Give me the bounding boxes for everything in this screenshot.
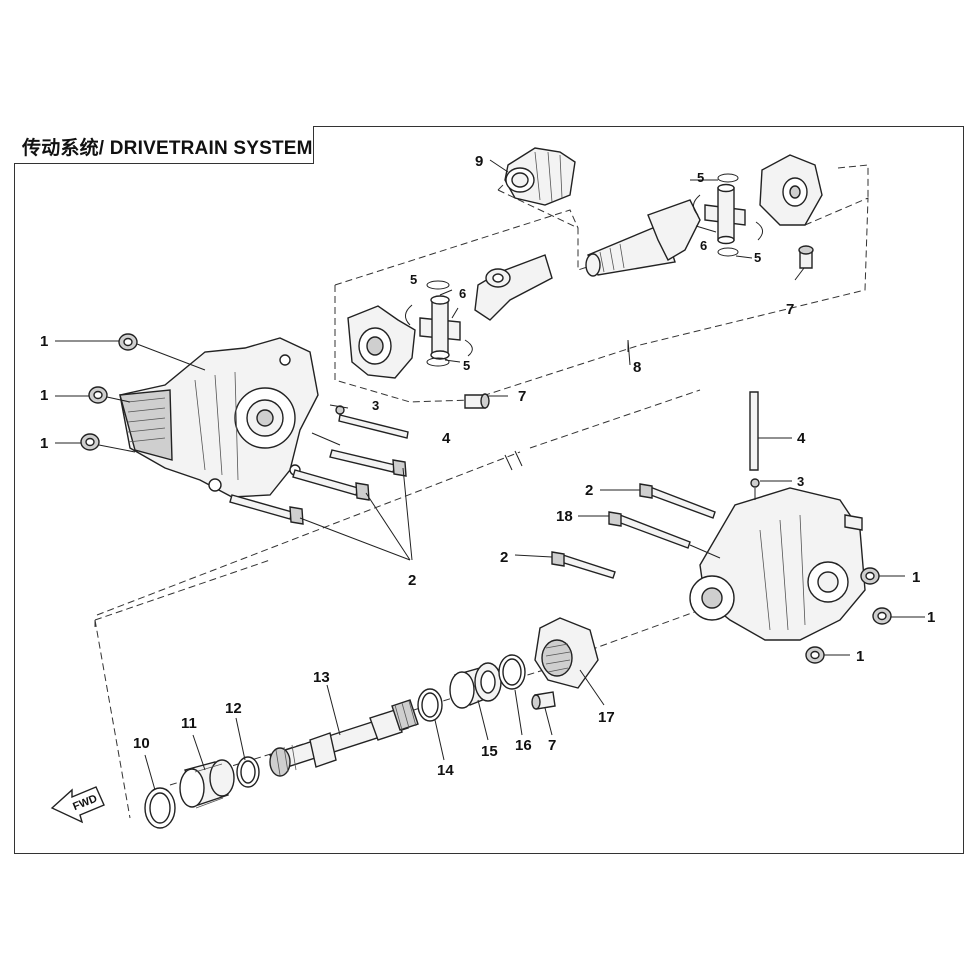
callout-17: 17: [598, 709, 615, 726]
bolt-7-b: [798, 245, 814, 269]
callout-4-front: 4: [442, 430, 451, 447]
clip-6-front-b: [464, 339, 473, 357]
callout-1-d: 1: [912, 569, 920, 586]
callout-13: 13: [313, 669, 330, 686]
pin-4-front: [338, 414, 409, 439]
bearing-sleeve-11: [179, 759, 235, 809]
callout-5-d: 5: [754, 250, 761, 265]
screw-3-front: [335, 405, 345, 415]
shaft-break-mark: [504, 450, 523, 471]
callout-11: 11: [181, 715, 197, 732]
ring-5-rear-a: [717, 173, 739, 183]
callout-7-c: 7: [548, 737, 556, 754]
output-shaft-13: [268, 699, 419, 777]
callout-6-a: 6: [459, 286, 466, 301]
callout-8: 8: [633, 359, 641, 376]
bolt-7-a: [464, 393, 490, 409]
rear-gearbox: [689, 487, 866, 641]
bolt-2-rear-b: [551, 551, 616, 579]
bolt-2-front-a: [329, 449, 407, 477]
callout-1-a: 1: [40, 333, 48, 350]
screw-3-rear: [750, 478, 760, 488]
flange-17: [534, 617, 599, 689]
pin-4-rear: [749, 391, 759, 471]
nut-1-d: [860, 567, 880, 585]
callout-7-a: 7: [518, 388, 526, 405]
callout-5-a: 5: [410, 272, 417, 287]
callout-14: 14: [437, 762, 454, 779]
boot-9: [504, 147, 576, 206]
clip-6-rear-a: [693, 194, 701, 216]
callout-3-rear: 3: [797, 474, 804, 489]
nut-1-b: [88, 386, 108, 404]
slip-yoke: [474, 254, 553, 321]
callout-9: 9: [475, 153, 483, 170]
front-gearbox: [119, 337, 319, 498]
u-joint-front: [419, 295, 461, 360]
bolt-2-rear-a: [639, 483, 716, 519]
bolt-2-front-b: [292, 469, 370, 501]
callout-10: 10: [133, 735, 150, 752]
centerline-output: [94, 559, 271, 819]
callout-18: 18: [556, 508, 573, 525]
callout-2-rear-a: 2: [585, 482, 593, 499]
driveshaft-assembly-outline: [334, 164, 869, 403]
splined-shaft-8: [585, 199, 701, 277]
ring-12: [236, 756, 260, 788]
ring-5-front-b: [426, 357, 450, 367]
diagram-frame: [14, 126, 964, 854]
callout-1-c: 1: [40, 435, 48, 452]
ring-5-rear-b: [717, 247, 739, 257]
clip-6-rear-b: [755, 221, 763, 241]
bolt-7-c: [531, 691, 556, 710]
callout-1-e: 1: [927, 609, 935, 626]
nut-1-e: [872, 607, 892, 625]
callout-3-front: 3: [372, 398, 379, 413]
callout-5-c: 5: [697, 170, 704, 185]
nut-1-f: [805, 646, 825, 664]
bolt-2-front-c: [229, 494, 304, 525]
callout-12: 12: [225, 700, 242, 717]
callout-1-b: 1: [40, 387, 48, 404]
callout-16: 16: [515, 737, 532, 754]
title-box: [14, 126, 314, 164]
flange-yoke-front: [347, 305, 416, 379]
flange-yoke-rear: [759, 154, 823, 226]
ring-5-front-a: [426, 280, 450, 290]
bearing-15: [449, 662, 502, 709]
nut-1-a: [118, 333, 138, 351]
nut-1-c: [80, 433, 100, 451]
ring-14: [417, 688, 443, 722]
seal-ring-10: [144, 787, 176, 829]
callout-2-front: 2: [408, 572, 416, 589]
diagram-title: 传动系统/ DRIVETRAIN SYSTEM: [22, 138, 313, 159]
callout-15: 15: [481, 743, 498, 760]
bolt-18-rear: [608, 511, 691, 549]
callout-7-b: 7: [786, 301, 794, 318]
u-joint-rear: [704, 183, 746, 245]
callout-1-f: 1: [856, 648, 864, 665]
callout-4-rear: 4: [797, 430, 806, 447]
callout-2-rear-b: 2: [500, 549, 508, 566]
clip-6-front-a: [405, 304, 413, 326]
callout-6-b: 6: [700, 238, 707, 253]
ring-16: [498, 654, 526, 690]
callout-5-b: 5: [463, 358, 470, 373]
forward-direction-arrow: [50, 786, 105, 824]
